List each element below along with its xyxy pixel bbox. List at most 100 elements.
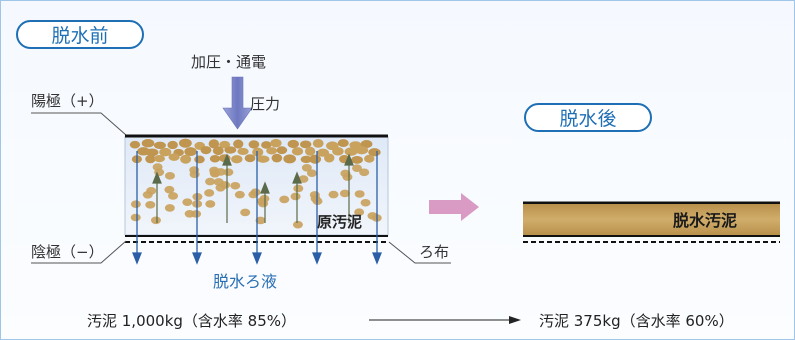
sludge-particle — [223, 168, 234, 177]
sludge-particle — [270, 138, 282, 148]
sludge-particle — [283, 154, 296, 164]
sludge-particle — [324, 153, 335, 163]
sludge-particle — [290, 192, 301, 201]
sludge-particle — [240, 208, 251, 217]
sludge-particle — [339, 189, 350, 198]
sludge-particle — [250, 188, 261, 196]
sludge-particle — [304, 146, 316, 156]
anode-label: 陽極（+） — [31, 92, 104, 110]
sludge-particle — [248, 140, 260, 149]
up-arrow — [260, 181, 270, 223]
sludge-particle — [159, 147, 172, 157]
sludge-particle — [266, 147, 278, 155]
sludge-particle — [178, 138, 192, 148]
sludge-particle — [300, 155, 312, 164]
dewatered-cake — [523, 204, 780, 235]
sludge-particle — [328, 190, 339, 199]
pressure-label: 圧力 — [250, 95, 280, 113]
filtrate-arrows — [132, 151, 382, 265]
down-arrow — [192, 151, 202, 265]
before-label: 脱水前 — [51, 25, 108, 47]
sludge-particle — [276, 146, 288, 155]
sludge-particle — [279, 195, 290, 204]
sludge-particle — [145, 148, 159, 157]
sludge-particle — [205, 200, 216, 208]
sludge-particle — [205, 177, 216, 186]
sludge-particle — [233, 139, 244, 149]
sludge-particle — [298, 175, 309, 183]
raw-sludge-label: 原汚泥 — [317, 213, 362, 231]
sludge-particle — [309, 154, 322, 164]
sludge-particle — [360, 140, 373, 149]
sludge-particle — [224, 146, 237, 154]
sludge-particle — [154, 154, 165, 163]
sludge-particle — [337, 139, 349, 148]
after-badge: 脱水後 — [524, 103, 652, 132]
sludge-particle — [301, 164, 312, 172]
filter-cloth-label: ろ布 — [419, 243, 449, 261]
up-arrow — [344, 153, 354, 223]
sludge-particle — [244, 154, 256, 163]
sludge-particle — [204, 189, 215, 197]
sludge-particle — [340, 169, 351, 178]
sludge-particle — [332, 146, 344, 156]
sludge-particle — [130, 213, 141, 222]
sludge-particle — [256, 155, 270, 163]
sludge-particle — [184, 210, 195, 218]
transition-arrow — [429, 193, 479, 221]
sludge-particle — [364, 154, 375, 163]
anode-leader — [31, 112, 127, 136]
sludge-particle — [261, 141, 272, 149]
filtrate-label: 脱水ろ液 — [213, 272, 277, 291]
down-arrow — [372, 151, 382, 265]
sludge-particle — [145, 154, 156, 164]
sludge-particle — [355, 146, 369, 155]
down-arrow — [252, 151, 262, 265]
sludge-particle — [209, 154, 221, 163]
sludge-particle — [212, 146, 224, 156]
sludge-particle — [359, 168, 370, 177]
sludge-particle — [164, 172, 175, 180]
dewatered-sludge-label: 脱水汚泥 — [673, 211, 737, 230]
cathode-leader — [31, 240, 127, 264]
sludge-particle — [146, 187, 157, 195]
sludge-particle — [234, 190, 245, 199]
sludge-particle — [184, 147, 197, 157]
process-label: 加圧・通電 — [191, 53, 266, 71]
sludge-particle — [306, 169, 317, 177]
before-badge: 脱水前 — [16, 20, 144, 49]
sludge-particle — [168, 192, 179, 200]
sludge-particle — [182, 198, 193, 206]
sludge-particle — [300, 140, 312, 149]
sludge-particle — [351, 155, 363, 164]
sludge-particle — [167, 140, 178, 150]
sludge-particle — [130, 200, 141, 208]
up-arrow — [152, 171, 162, 223]
down-arrow — [312, 151, 322, 265]
sludge-particle — [312, 139, 324, 148]
sludge-particle — [271, 153, 283, 163]
sludge-particle — [220, 181, 231, 189]
upward-arrows — [152, 153, 354, 223]
sludge-particle — [189, 170, 200, 179]
sludge-particle — [164, 204, 175, 212]
filter-cloth-leader — [388, 241, 451, 264]
sludge-particle — [237, 147, 249, 156]
sludge-particle — [354, 190, 365, 198]
sludge-particle — [153, 141, 166, 150]
comparison-arrow-head — [509, 316, 521, 324]
cathode-label: 陰極（−） — [31, 243, 104, 261]
sludge-particle — [129, 140, 141, 149]
sludge-particle — [141, 139, 155, 148]
up-arrow — [292, 171, 302, 223]
sludge-particle — [352, 164, 363, 172]
sludge-particle — [231, 155, 243, 164]
sludge-particle — [168, 153, 180, 161]
before-amount: 汚泥 1,000kg（含水率 85%） — [87, 312, 296, 330]
sludge-particle — [293, 184, 304, 193]
sludge-particle — [230, 181, 241, 190]
sludge-particle — [194, 155, 205, 164]
sludge-particle — [360, 198, 371, 207]
sludge-particle — [252, 147, 264, 157]
